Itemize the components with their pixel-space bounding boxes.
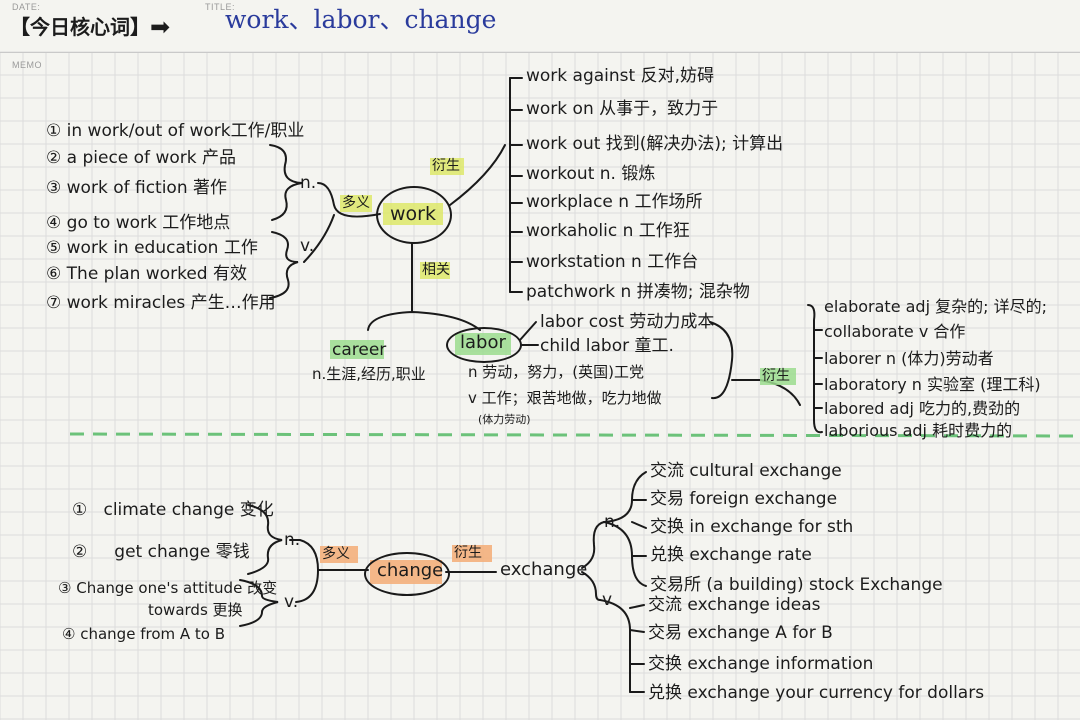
list-item: ⑤ work in education 工作 <box>46 238 258 258</box>
highlight-related <box>420 262 450 279</box>
list-item: workout n. 锻炼 <box>526 164 656 184</box>
list-item: 交易所 (a building) stock Exchange <box>650 575 943 595</box>
list-item: ⑦ work miracles 产生…作用 <box>46 293 276 313</box>
highlight-derive-change <box>452 545 492 562</box>
work-pos-v: v. <box>300 236 315 256</box>
list-item: 交流 exchange ideas <box>648 595 821 615</box>
list-item: ③ Change one's attitude 改变 <box>58 579 278 597</box>
change-pos-v: v. <box>284 592 299 612</box>
list-item: 交易 foreign exchange <box>650 489 838 509</box>
work-pos-n: n. <box>300 173 317 193</box>
highlight-duoyi-work <box>340 195 372 212</box>
work-related-label: 相关 <box>422 262 450 278</box>
labor-oval <box>446 327 522 363</box>
title-label: TITLE: <box>205 2 236 12</box>
change-duoyi-label: 多义 <box>322 546 350 562</box>
exchange-word: exchange <box>500 559 588 580</box>
list-item: ③ work of fiction 著作 <box>46 178 228 198</box>
work-center: work <box>390 203 436 225</box>
change-center: change <box>377 560 444 581</box>
list-item: 交流 cultural exchange <box>650 461 842 481</box>
list-item: workplace n 工作场所 <box>526 192 703 212</box>
labor-derive-label: 衍生 <box>762 368 790 384</box>
labor-phrase: child labor 童工. <box>540 336 674 356</box>
list-item: 兑换 exchange rate <box>650 545 812 565</box>
list-item: ② a piece of work 产品 <box>46 148 236 168</box>
list-item: collaborate v 合作 <box>824 322 966 341</box>
exchange-pos-n: n. <box>604 512 621 532</box>
list-item: ① climate change 变化 <box>72 500 274 520</box>
list-item: 交换 in exchange for sth <box>650 517 854 537</box>
list-item: ① in work/out of work工作/职业 <box>46 121 305 141</box>
labor-noun-meaning: n 劳动，努力，(英国)工党 <box>468 363 644 381</box>
highlight-derive-labor <box>760 368 796 385</box>
list-item: work out 找到(解决办法); 计算出 <box>526 134 784 154</box>
header-bar <box>0 0 1080 53</box>
list-item: workaholic n 工作狂 <box>526 221 690 241</box>
list-item: 兑换 exchange your currency for dollars <box>648 683 985 703</box>
list-item: elaborate adj 复杂的; 详尽的; <box>824 297 1047 316</box>
highlight-career <box>330 340 384 359</box>
work-duoyi-label: 多义 <box>342 195 370 211</box>
change-pos-n: n. <box>284 530 301 550</box>
work-derive-label: 衍生 <box>432 158 460 174</box>
career-word: career <box>332 340 387 360</box>
labor-verb-meaning: v 工作；艰苦地做，吃力地做 <box>468 389 662 407</box>
list-item: patchwork n 拼凑物; 混杂物 <box>526 282 750 302</box>
list-item: laboratory n 实验室 (理工科) <box>824 375 1041 394</box>
list-item: towards 更换 <box>148 601 243 619</box>
list-item: laborious adj 耗时费力的 <box>824 421 1013 440</box>
list-item: labored adj 吃力的,费劲的 <box>824 399 1021 418</box>
list-item: work on 从事于，致力于 <box>526 99 719 119</box>
change-oval <box>364 552 450 596</box>
page-title: work、labor、change <box>225 5 497 34</box>
highlight-duoyi-change <box>320 546 358 563</box>
header-tag: 【今日核心词】 <box>10 15 150 39</box>
labor-verb-note: (体力劳动) <box>478 413 531 426</box>
exchange-pos-v: v <box>602 590 613 610</box>
list-item: ④ go to work 工作地点 <box>46 213 231 233</box>
labor-phrase: labor cost 劳动力成本 <box>540 312 715 332</box>
career-meaning: n.生涯,经历,职业 <box>312 365 426 383</box>
list-item: work against 反对,妨碍 <box>526 66 714 86</box>
labor-center: labor <box>460 332 506 353</box>
arrow-icon: ➡ <box>150 13 171 41</box>
list-item: 交换 exchange information <box>648 654 874 674</box>
list-item: ⑥ The plan worked 有效 <box>46 264 247 284</box>
list-item: 交易 exchange A for B <box>648 623 833 643</box>
list-item: laborer n (体力)劳动者 <box>824 349 994 368</box>
list-item: ④ change from A to B <box>62 625 226 643</box>
memo-label: MEMO <box>12 60 42 70</box>
work-oval <box>376 186 452 244</box>
list-item: workstation n 工作台 <box>526 252 699 272</box>
list-item: ② get change 零钱 <box>72 542 250 562</box>
highlight-derive-work <box>430 158 464 175</box>
change-derive-label: 衍生 <box>454 545 482 561</box>
date-label: DATE: <box>12 2 41 12</box>
